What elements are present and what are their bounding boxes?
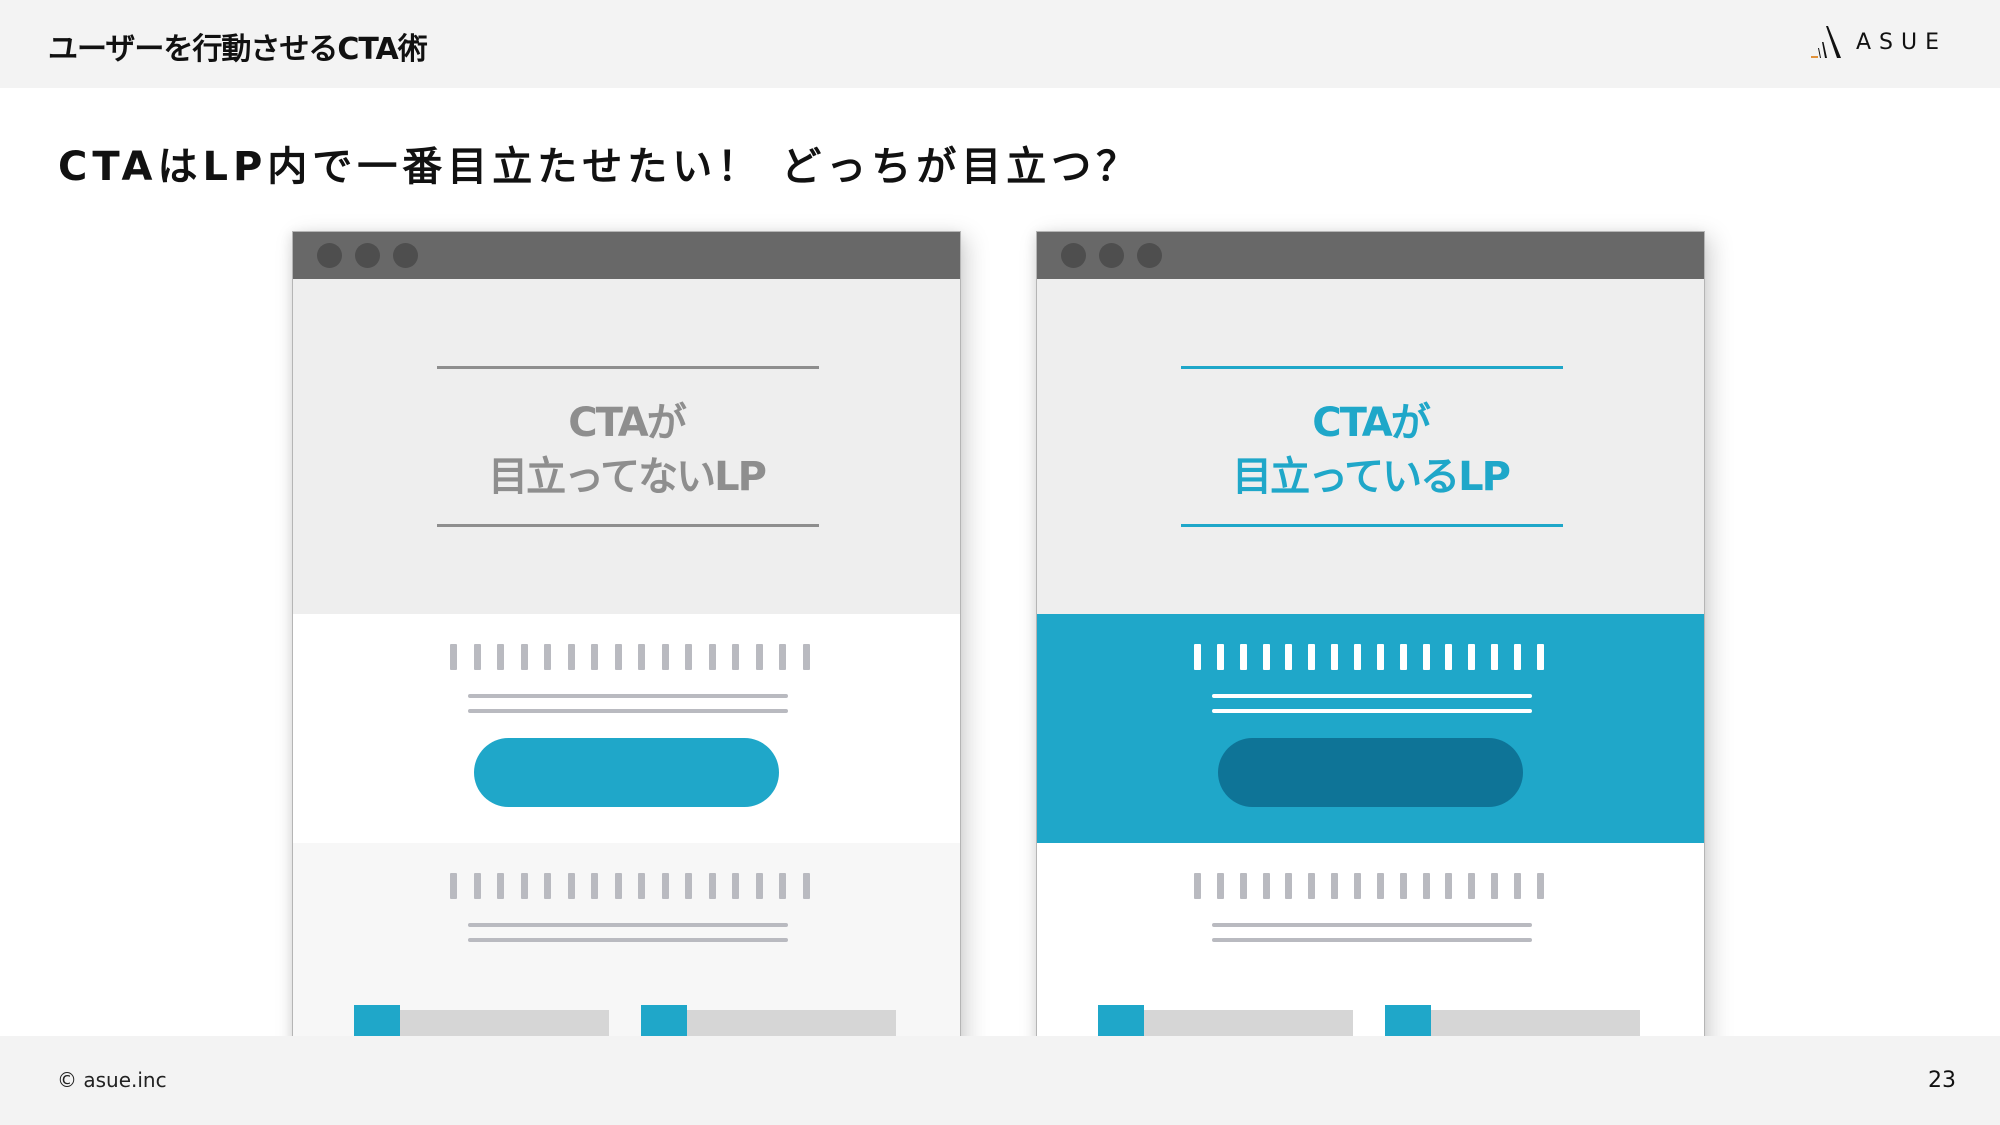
hero-heading-line1: CTAが: [1312, 400, 1431, 446]
browser-titlebar: [1037, 232, 1704, 279]
hero-section: CTAが 目立ってないLP: [293, 279, 960, 614]
window-dot-icon: [1137, 243, 1162, 268]
placeholder-text-line: [468, 709, 788, 713]
cta-button[interactable]: [474, 738, 779, 807]
cta-section: [1037, 614, 1704, 843]
hero-rule-bottom: [1181, 524, 1563, 527]
window-dot-icon: [1099, 243, 1124, 268]
hero-heading-line1: CTAが: [568, 400, 687, 446]
page-number: 23: [1928, 1068, 1956, 1093]
placeholder-text-line: [1212, 923, 1532, 927]
placeholder-text-line: [1212, 709, 1532, 713]
feature-text-bar: [1431, 1010, 1640, 1036]
placeholder-heading-bars: [1194, 644, 1544, 670]
feature-square-icon: [1385, 1005, 1431, 1036]
cta-button[interactable]: [1218, 738, 1523, 807]
slide-subtitle: CTAはLP内で一番目立たせたい！ どっちが目立つ？: [58, 144, 1142, 190]
placeholder-heading-bars: [450, 873, 810, 899]
slide-footer: © asue.inc 23: [0, 1036, 2000, 1125]
feature-text-bar: [687, 1010, 896, 1036]
hero-heading-line2: 目立ってないLP: [488, 454, 767, 500]
hero-section: CTAが 目立っているLP: [1037, 279, 1704, 614]
slide-title: ユーザーを行動させるCTA術: [48, 32, 428, 67]
browser-mockup-prominent: CTAが 目立っているLP: [1036, 231, 1705, 1036]
logo-wordmark: ASUE: [1856, 29, 1948, 55]
placeholder-text-line: [468, 938, 788, 942]
copyright: © asue.inc: [57, 1068, 167, 1092]
window-dot-icon: [355, 243, 380, 268]
asue-mountain-logo-icon: [1808, 24, 1844, 60]
content-section: [1037, 843, 1704, 1036]
window-dot-icon: [393, 243, 418, 268]
hero-rule-top: [437, 366, 819, 369]
hero-heading-line2: 目立っているLP: [1232, 454, 1511, 500]
placeholder-text-line: [468, 694, 788, 698]
placeholder-text-line: [1212, 694, 1532, 698]
feature-square-icon: [1098, 1005, 1144, 1036]
browser-titlebar: [293, 232, 960, 279]
placeholder-heading-bars: [450, 644, 810, 670]
placeholder-heading-bars: [1194, 873, 1544, 899]
feature-text-bar: [400, 1010, 609, 1036]
comparison-area: CTAが 目立ってないLP: [0, 88, 2000, 1036]
asue-logo: ASUE: [1808, 24, 1947, 60]
content-section: [293, 843, 960, 1036]
feature-square-icon: [354, 1005, 400, 1036]
hero-rule-top: [1181, 366, 1563, 369]
placeholder-text-line: [1212, 938, 1532, 942]
cta-section: [293, 614, 960, 843]
window-dot-icon: [317, 243, 342, 268]
browser-mockup-not-prominent: CTAが 目立ってないLP: [292, 231, 961, 1036]
placeholder-text-line: [468, 923, 788, 927]
hero-rule-bottom: [437, 524, 819, 527]
feature-square-icon: [641, 1005, 687, 1036]
slide-header: ユーザーを行動させるCTA術 ASUE: [0, 0, 2000, 88]
feature-text-bar: [1144, 1010, 1353, 1036]
window-dot-icon: [1061, 243, 1086, 268]
